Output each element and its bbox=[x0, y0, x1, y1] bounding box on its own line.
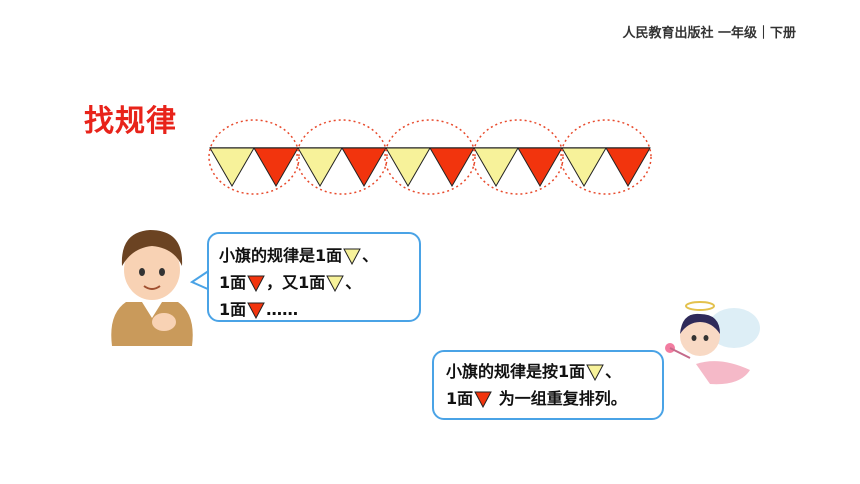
yellow-flag bbox=[473, 147, 519, 187]
fairy-illustration bbox=[665, 301, 760, 385]
group-circle bbox=[296, 119, 388, 195]
yellow-flag-icon bbox=[326, 275, 345, 292]
red-flag bbox=[605, 147, 651, 187]
page-title: 找规律 bbox=[84, 104, 177, 139]
yellow-flag-icon bbox=[343, 248, 361, 265]
group-circle bbox=[472, 119, 564, 195]
bubble1-line3-end: …… bbox=[266, 300, 299, 319]
red-flag bbox=[429, 147, 475, 187]
red-flag bbox=[517, 147, 563, 187]
yellow-flag bbox=[209, 147, 255, 187]
bubble1-line1-end: 、 bbox=[362, 246, 379, 265]
red-flag-icon bbox=[474, 391, 492, 408]
bubble1-line2-end: 、 bbox=[345, 273, 362, 292]
group-circle bbox=[208, 119, 300, 195]
red-flag bbox=[253, 147, 299, 187]
bubble2-line1-text: 小旗的规律是按1面 bbox=[446, 362, 586, 381]
yellow-flag-icon bbox=[586, 364, 604, 381]
boy-illustration bbox=[111, 230, 193, 346]
fairy-speech-bubble: 小旗的规律是按1面、 1面 为一组重复排列。 bbox=[432, 350, 664, 420]
bubble1-line2-mid: ，又1面 bbox=[266, 273, 326, 292]
flag-pattern-row bbox=[208, 119, 652, 195]
bubble1-line3-start: 1面 bbox=[219, 300, 247, 319]
bubble1-line2-start: 1面 bbox=[219, 273, 247, 292]
group-circle bbox=[560, 119, 652, 195]
red-flag-icon bbox=[247, 302, 265, 319]
red-flag-icon bbox=[247, 275, 265, 292]
boy-speech-bubble: 小旗的规律是1面、 1面，又1面、 1面…… bbox=[207, 232, 421, 322]
yellow-flag bbox=[297, 147, 343, 187]
bubble2-line1-end: 、 bbox=[605, 362, 622, 381]
bubble2-line2-end: 为一组重复排列。 bbox=[493, 389, 627, 408]
group-circle bbox=[384, 119, 476, 195]
yellow-flag bbox=[561, 147, 607, 187]
bubble1-line1-text: 小旗的规律是1面 bbox=[219, 246, 343, 265]
yellow-flag bbox=[385, 147, 431, 187]
red-flag bbox=[341, 147, 387, 187]
bubble1-tail bbox=[190, 269, 211, 291]
bubble2-line2-start: 1面 bbox=[446, 389, 474, 408]
publisher-header: 人民教育出版社 一年级｜下册 bbox=[622, 26, 796, 41]
